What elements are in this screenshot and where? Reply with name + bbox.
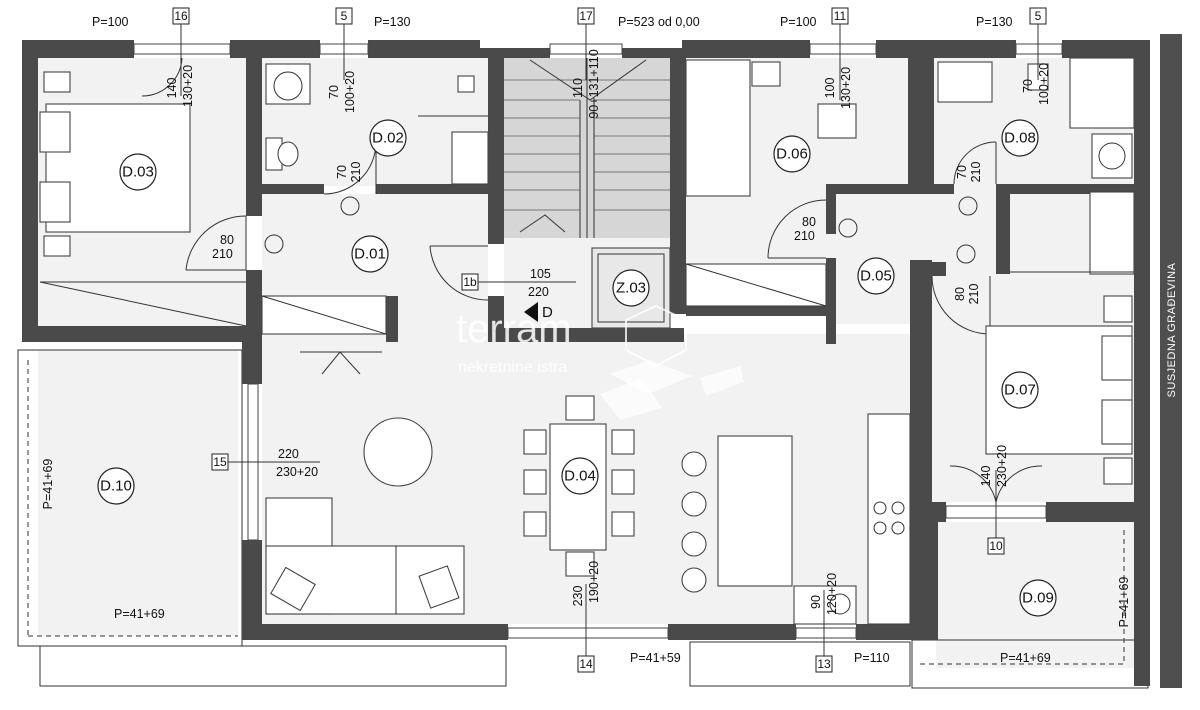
door-d08-height: 210 (969, 162, 983, 183)
room-d08: D.08 (1001, 119, 1039, 157)
room-d06-label: D.06 (776, 146, 808, 163)
room-d01: D.01 (351, 235, 389, 273)
top-dimension-labels: P=100 P=130 P=523 od 0,00 P=100 P=130 (92, 15, 1013, 29)
furniture (39, 57, 1135, 625)
left-terrace-side-area: P=41+69 (41, 459, 55, 510)
room-d07-label: D.07 (1004, 382, 1036, 399)
opening-dimensions: 140 130+20 70 100+20 110 90+131+110 100 … (165, 49, 1051, 615)
dim-5l-a: 70 (327, 85, 341, 99)
door-d08-width: 70 (955, 165, 969, 179)
room-d05-label: D.05 (860, 268, 892, 285)
box-1b: 1b (463, 275, 477, 289)
door-d06-height: 210 (794, 229, 815, 243)
room-d08-label: D.08 (1004, 130, 1036, 147)
dim-13-a: 90 (809, 595, 823, 609)
box-5-left: 5 (341, 9, 348, 23)
top-label-5: P=130 (976, 15, 1013, 29)
box-17: 17 (579, 9, 593, 23)
neighbour-building-label: SUSJEDNA GRAĐEVINA (1166, 262, 1178, 397)
room-d03-label: D.03 (122, 164, 154, 181)
room-d04-label: D.04 (564, 468, 596, 485)
dim-17-b: 90+131+110 (587, 49, 601, 118)
room-labels: D.03 D.02 D.01 Z.03 D.06 D.08 D.05 D.04 … (97, 119, 1057, 617)
room-d01-label: D.01 (354, 246, 386, 263)
entrance-height: 220 (528, 285, 549, 299)
bottom-right-area: P=110 (854, 651, 890, 665)
right-terrace-side-area: P=41+69 (1117, 577, 1131, 628)
door-d02-height: 210 (349, 162, 363, 183)
top-label-2: P=130 (374, 15, 411, 29)
light-fixtures (264, 196, 978, 264)
box-10: 10 (989, 539, 1003, 553)
room-d09: D.09 (1019, 579, 1057, 617)
entrance-width: 105 (530, 267, 551, 281)
box-14: 14 (579, 657, 593, 671)
top-label-1: P=100 (92, 15, 129, 29)
dim-16-b: 130+20 (181, 65, 195, 107)
left-terrace-bottom-area: P=41+69 (114, 607, 165, 621)
door-d07-width: 80 (953, 287, 967, 301)
box-13: 13 (817, 657, 831, 671)
room-d09-label: D.09 (1022, 590, 1054, 607)
door-d06-width: 80 (802, 215, 816, 229)
dim-5r-b: 100+20 (1037, 63, 1051, 105)
dim-5r-a: 70 (1021, 79, 1035, 93)
top-label-4: P=100 (780, 15, 817, 29)
dim-14-b: 190+20 (587, 561, 601, 603)
watermark: terram nekretnine istra (456, 304, 744, 420)
right-terrace-bottom-area: P=41+69 (1000, 651, 1051, 665)
dim-15-a: 220 (278, 447, 299, 461)
dim-13-b: 120+20 (825, 573, 839, 615)
room-d07: D.07 (1001, 371, 1039, 409)
neighbour-building-strip (1160, 34, 1182, 688)
staircase (504, 58, 671, 329)
box-16: 16 (174, 9, 188, 23)
room-d02: D.02 (369, 119, 407, 157)
box-11: 11 (834, 9, 847, 23)
room-z03-label: Z.03 (616, 280, 646, 297)
bottom-mid-area: P=41+59 (630, 651, 681, 665)
area-labels: P=41+69 P=41+69 P=41+69 P=41+69 P=41+59 … (41, 459, 1131, 665)
terraces (17, 349, 1149, 689)
door-d03-height: 210 (212, 247, 233, 261)
dim-10-b: 230+20 (995, 445, 1009, 487)
dim-10-a: 140 (979, 466, 993, 487)
watermark-brand: terram (456, 307, 572, 351)
room-d10: D.10 (97, 467, 135, 505)
dim-15-b: 230+20 (276, 465, 318, 479)
room-d03: D.03 (119, 153, 157, 191)
entrance-label: D (542, 304, 553, 321)
dim-11-a: 100 (823, 78, 837, 99)
window-number-boxes: 16 5 17 11 5 1b 15 10 14 13 (172, 7, 1047, 673)
door-d03-width: 80 (220, 233, 234, 247)
box-15: 15 (213, 455, 227, 469)
doors (141, 57, 1043, 503)
room-d06: D.06 (773, 135, 811, 173)
dim-11-b: 130+20 (839, 67, 853, 109)
dim-5l-b: 100+20 (343, 71, 357, 113)
room-z03: Z.03 (612, 269, 650, 307)
room-d04: D.04 (561, 457, 599, 495)
box-5-right: 5 (1035, 9, 1042, 23)
room-d05: D.05 (857, 257, 895, 295)
entrance-marker: D (524, 302, 553, 322)
dim-17-a: 110 (571, 78, 585, 98)
room-d02-label: D.02 (372, 130, 404, 147)
dim-16-a: 140 (165, 78, 179, 99)
door-d02-width: 70 (335, 165, 349, 179)
door-d07-height: 210 (967, 284, 981, 305)
top-label-3: P=523 od 0,00 (618, 15, 700, 29)
walls (22, 40, 1150, 686)
watermark-subtitle: nekretnine istra (458, 359, 567, 376)
room-d10-label: D.10 (100, 478, 132, 495)
dim-14-a: 230 (571, 586, 585, 607)
